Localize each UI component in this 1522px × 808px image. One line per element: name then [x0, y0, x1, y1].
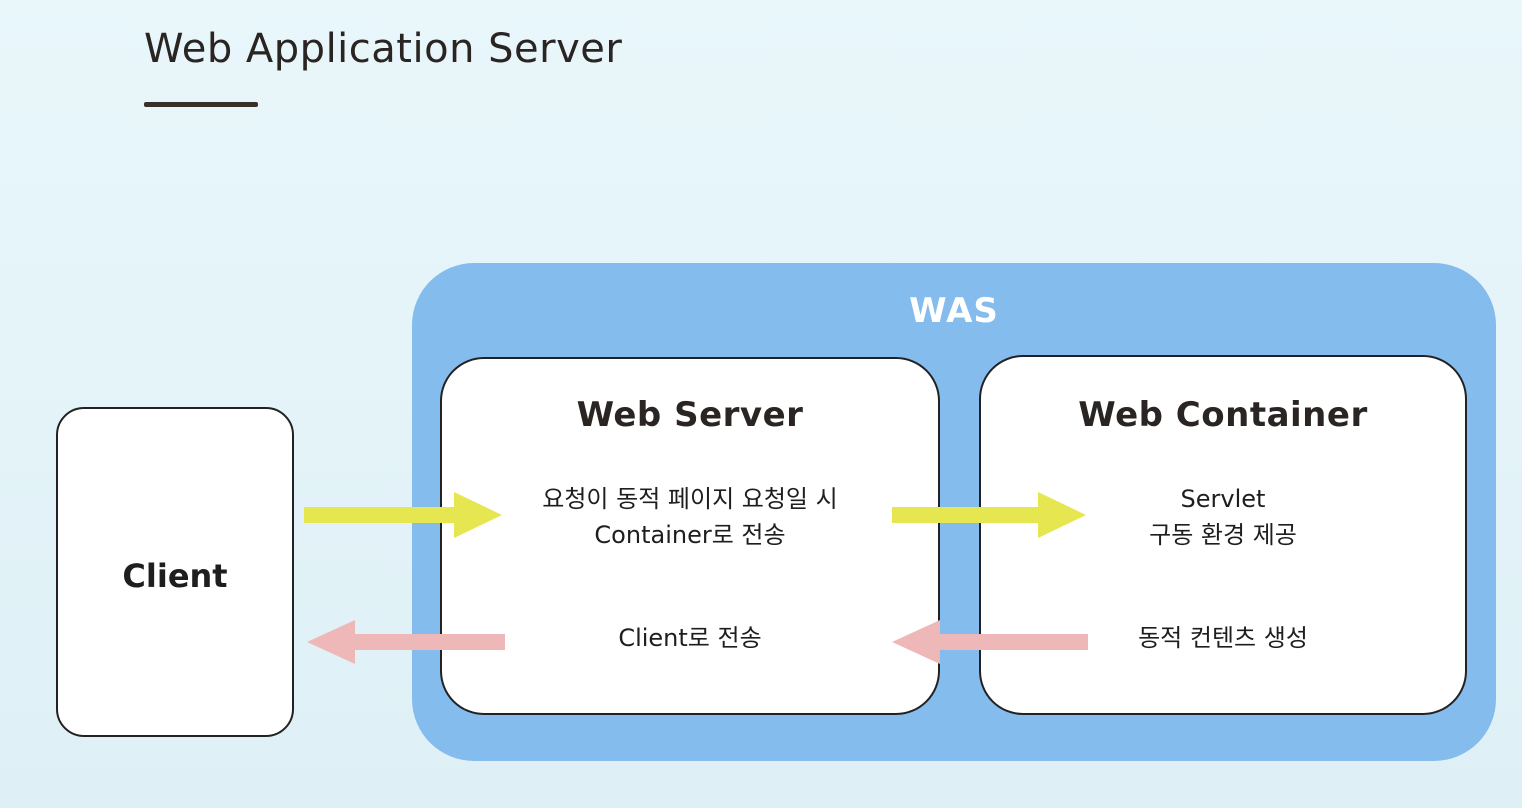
title-underline [144, 102, 258, 107]
web-server-box: Web Server 요청이 동적 페이지 요청일 시 Container로 전… [440, 357, 940, 715]
web-container-box: Web Container Servlet 구동 환경 제공 동적 컨텐츠 생성 [979, 355, 1467, 715]
client-box: Client [56, 407, 294, 737]
web-server-response-text: Client로 전송 [618, 624, 762, 652]
web-container-response-text: 동적 컨텐츠 생성 [1138, 624, 1308, 652]
web-server-request-text: 요청이 동적 페이지 요청일 시 Container로 전송 [442, 481, 938, 553]
web-container-request-text: Servlet 구동 환경 제공 [981, 481, 1465, 553]
web-container-request-line1: Servlet [1180, 485, 1266, 513]
client-label: Client [122, 557, 228, 595]
page-title: Web Application Server [144, 26, 623, 72]
web-container-heading: Web Container [1078, 395, 1368, 435]
web-server-heading: Web Server [576, 395, 804, 435]
web-server-request-line1: 요청이 동적 페이지 요청일 시 [542, 485, 838, 513]
web-container-request-line2: 구동 환경 제공 [1149, 521, 1297, 549]
web-server-request-line2: Container로 전송 [594, 521, 786, 549]
was-label: WAS [909, 291, 999, 331]
